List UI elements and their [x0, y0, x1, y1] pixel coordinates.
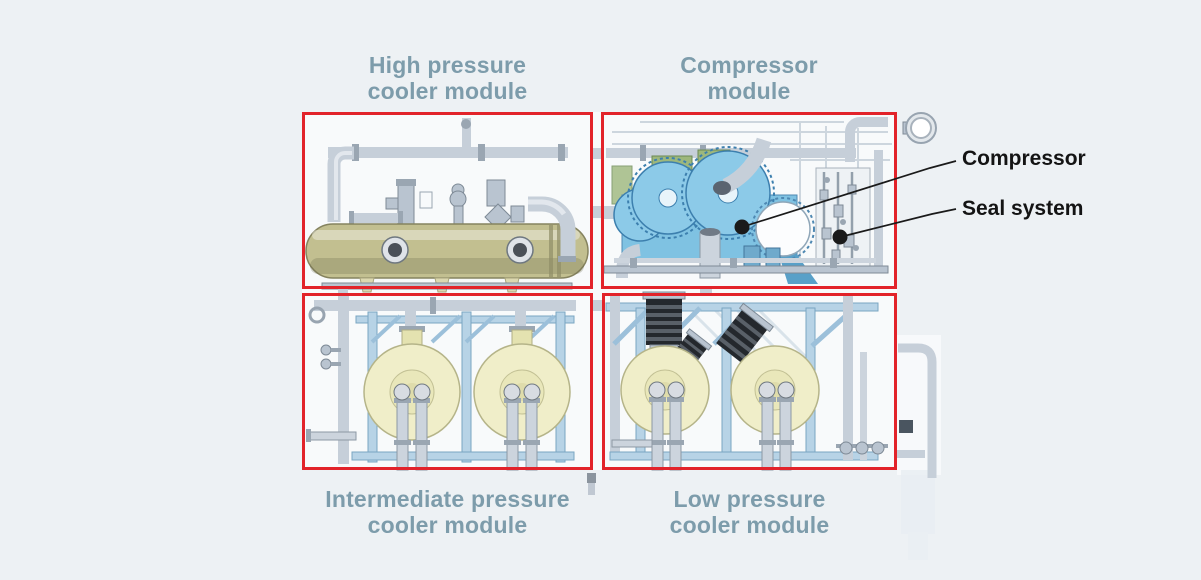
ip-cooler-drawing — [306, 296, 576, 471]
ip-cooler-module-label: Intermediate pressure cooler module — [302, 486, 593, 538]
hp-cooler-label-line1: High pressure — [368, 52, 527, 78]
outside-details — [338, 112, 937, 495]
compressor-label-line2: module — [707, 78, 791, 104]
compressor-module-label: Compressor module — [601, 52, 897, 104]
lp-cooler-label-line1: Low pressure — [673, 486, 826, 512]
hp-cooler-module-label: High pressure cooler module — [302, 52, 593, 104]
hp-cooler-label-line2: cooler module — [367, 78, 528, 104]
hp-cooler-drawing — [305, 118, 589, 293]
ip-cooler-label-line1: Intermediate pressure — [325, 486, 570, 512]
lp-cooler-module-box — [602, 293, 897, 470]
callout-seal-system-label: Seal system — [962, 197, 1084, 220]
ip-cooler-module-box — [302, 293, 593, 470]
lp-cooler-drawing — [605, 291, 888, 471]
compressor-module-box — [601, 112, 897, 289]
ip-cooler-label-line2: cooler module — [367, 512, 528, 538]
flange-circle — [902, 112, 937, 144]
compressor-label-line1: Compressor — [680, 52, 818, 78]
lp-cooler-label-line2: cooler module — [669, 512, 830, 538]
hp-cooler-module-box — [302, 112, 593, 289]
lp-cooler-module-label: Low pressure cooler module — [602, 486, 897, 538]
callout-compressor-label: Compressor — [962, 147, 1086, 170]
